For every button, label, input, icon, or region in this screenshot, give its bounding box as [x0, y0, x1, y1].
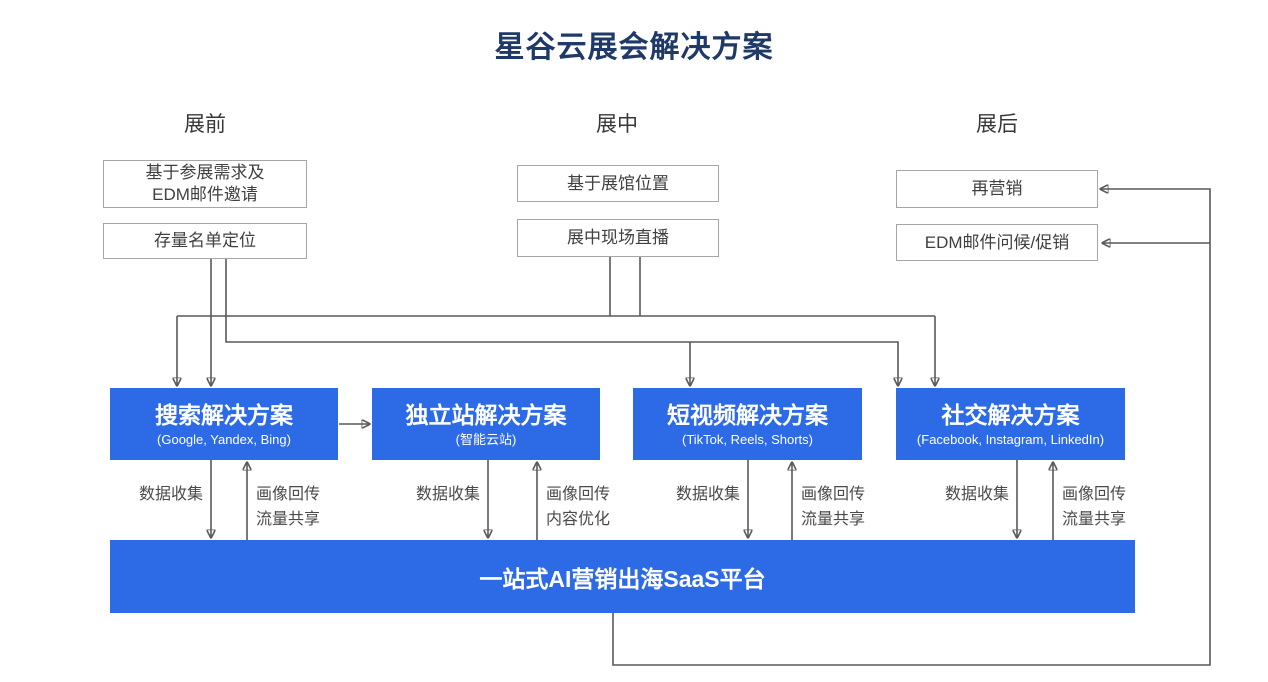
solution-social: 社交解决方案 (Facebook, Instagram, LinkedIn): [896, 388, 1125, 460]
solution-short-video-title: 短视频解决方案: [667, 401, 828, 428]
solution-website-title: 独立站解决方案: [405, 401, 567, 428]
box-remarketing-label: 再营销: [971, 179, 1023, 198]
phase-header-pre-show: 展前: [184, 113, 226, 136]
solution-short-video-subtitle: (TikTok, Reels, Shorts): [682, 431, 813, 447]
solution-search-subtitle: (Google, Yandex, Bing): [157, 431, 291, 447]
flow-label-upstream-3-line1: 画像回传: [801, 486, 866, 503]
flow-label-data-collect-4: 数据收集: [944, 486, 1009, 503]
box-edm-invite-line1: 基于参展需求及: [145, 163, 265, 182]
platform-bar-label: 一站式AI营销出海SaaS平台: [479, 565, 766, 592]
box-live-streaming-label: 展中现场直播: [567, 228, 669, 247]
flow-label-upstream-4-line2: 流量共享: [1062, 511, 1127, 528]
solution-search-title: 搜索解决方案: [155, 401, 293, 428]
platform-bar: 一站式AI营销出海SaaS平台: [110, 540, 1135, 613]
box-edm-invite-line2: EDM邮件邀请: [152, 185, 258, 204]
box-existing-list-targeting-label: 存量名单定位: [154, 231, 256, 250]
flow-label-upstream-4: 画像回传 流量共享: [1062, 482, 1126, 532]
solution-social-subtitle: (Facebook, Instagram, LinkedIn): [916, 431, 1105, 447]
flow-label-upstream-1: 画像回传 流量共享: [256, 482, 320, 532]
flow-label-upstream-3: 画像回传 流量共享: [801, 482, 865, 532]
flow-label-upstream-4-line1: 画像回传: [1062, 486, 1127, 503]
box-live-streaming: 展中现场直播: [517, 219, 719, 257]
box-existing-list-targeting: 存量名单定位: [103, 223, 307, 259]
flow-label-upstream-2-line1: 画像回传: [546, 486, 611, 503]
flow-label-data-collect-2: 数据收集: [415, 486, 480, 503]
solution-search: 搜索解决方案 (Google, Yandex, Bing): [110, 388, 338, 460]
solution-short-video: 短视频解决方案 (TikTok, Reels, Shorts): [633, 388, 862, 460]
flow-label-upstream-1-line1: 画像回传: [256, 486, 321, 503]
solution-website-subtitle: (智能云站): [455, 431, 517, 447]
flow-label-upstream-2: 画像回传 内容优化: [546, 482, 610, 532]
box-edm-followup: EDM邮件问候/促销: [896, 224, 1098, 261]
box-remarketing: 再营销: [896, 170, 1098, 208]
box-edm-invite: 基于参展需求及 EDM邮件邀请: [103, 160, 307, 208]
solution-website: 独立站解决方案 (智能云站): [372, 388, 600, 460]
flow-label-upstream-2-line2: 内容优化: [546, 511, 611, 528]
box-edm-followup-label: EDM邮件问候/促销: [924, 232, 1070, 252]
box-venue-location: 基于展馆位置: [517, 165, 719, 202]
flow-label-data-collect-3: 数据收集: [675, 486, 740, 503]
flow-label-upstream-3-line2: 流量共享: [801, 511, 866, 528]
solution-social-title: 社交解决方案: [941, 401, 1080, 428]
phase-header-post-show: 展后: [976, 113, 1018, 136]
flow-label-data-collect-1: 数据收集: [138, 486, 203, 503]
page-title: 星谷云展会解决方案: [494, 31, 774, 64]
phase-header-mid-show: 展中: [596, 113, 638, 136]
flow-label-upstream-1-line2: 流量共享: [256, 511, 321, 528]
box-venue-location-label: 基于展馆位置: [567, 173, 669, 193]
